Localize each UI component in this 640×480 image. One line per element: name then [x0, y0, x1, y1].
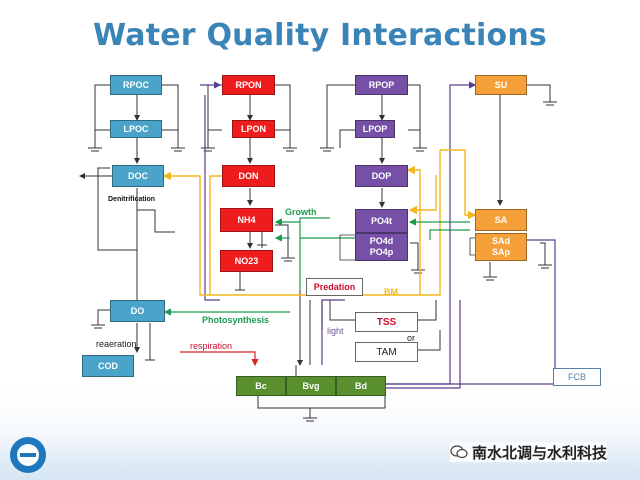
lpoc-node: LPOC	[110, 120, 162, 138]
predation-node: Predation	[306, 278, 363, 296]
slide-title: Water Quality Interactions	[93, 18, 547, 53]
light-label: light	[327, 326, 344, 336]
photosynthesis-label: Photosynthesis	[202, 315, 270, 325]
sa-node: SA	[475, 209, 527, 231]
bc-node: Bc	[236, 376, 286, 396]
sap-label: SAp	[492, 247, 510, 257]
watermark-text: 南水北调与水利科技	[472, 444, 608, 462]
organization-logo-icon	[10, 437, 46, 473]
no23-node: NO23	[220, 250, 273, 272]
tss-node: TSS	[355, 312, 418, 332]
bd-node: Bd	[336, 376, 386, 396]
fcb-node: FCB	[553, 368, 601, 386]
denitrification-label: Denitrification	[108, 196, 156, 203]
cod-node: COD	[82, 355, 134, 377]
wechat-icon	[450, 445, 468, 459]
reaeration-label: reaeration	[96, 339, 137, 349]
lpop-node: LPOP	[355, 120, 395, 138]
tam-node: TAM	[355, 342, 418, 362]
bvg-node: Bvg	[286, 376, 336, 396]
growth-label: Growth	[285, 207, 317, 217]
po4t-node: PO4t	[355, 209, 408, 233]
lpon-node: LPON	[232, 120, 275, 138]
nh4-node: NH4	[220, 208, 273, 232]
dop-node: DOP	[355, 165, 408, 187]
rpop-node: RPOP	[355, 75, 408, 95]
don-node: DON	[222, 165, 275, 187]
doc-node: DOC	[112, 165, 164, 187]
su-node: SU	[475, 75, 527, 95]
respiration-label: respiration	[190, 341, 233, 351]
bm-label: BM	[384, 287, 398, 297]
rpon-node: RPON	[222, 75, 275, 95]
watermark: 南水北调与水利科技	[450, 442, 608, 462]
or-label: or	[407, 333, 416, 343]
do-node: DO	[110, 300, 165, 322]
po4-dissolved-particulate-node: PO4d PO4p	[355, 233, 408, 261]
sad-label: SAd	[492, 236, 510, 246]
rpoc-node: RPOC	[110, 75, 162, 95]
po4p-label: PO4p	[369, 247, 394, 257]
po4d-label: PO4d	[369, 236, 394, 246]
sa-dissolved-particulate-node: SAd SAp	[475, 233, 527, 261]
